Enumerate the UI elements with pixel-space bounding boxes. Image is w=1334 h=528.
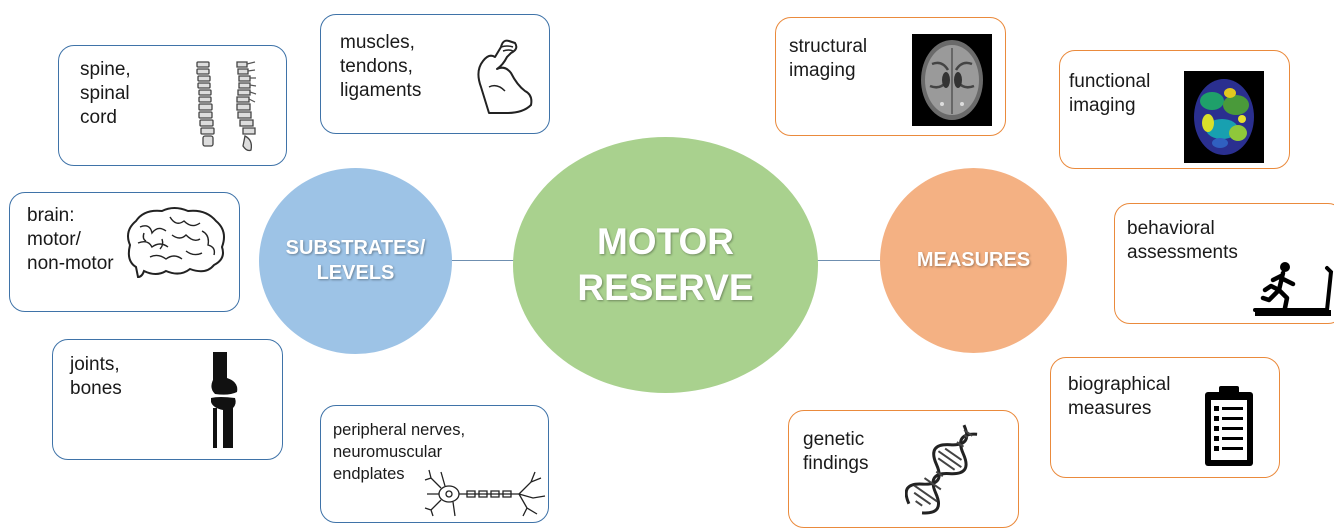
spine-box: spine, spinal cord bbox=[58, 45, 287, 166]
brain-box: brain: motor/ non-motor bbox=[9, 192, 240, 312]
neuron-icon bbox=[424, 469, 546, 517]
clipboard-icon bbox=[1205, 386, 1253, 466]
muscles-label: muscles, tendons, ligaments bbox=[340, 32, 422, 101]
treadmill-runner-icon bbox=[1253, 262, 1334, 316]
functional-imaging-label: functional imaging bbox=[1069, 71, 1151, 116]
peripheral-nerves-label: peripheral nerves, neuromuscular endplat… bbox=[333, 421, 466, 483]
behavioral-assessments-label: behavioral assessments bbox=[1127, 218, 1238, 263]
motor-reserve-circle: MOTOR RESERVE bbox=[513, 137, 818, 393]
genetic-findings-label: genetic findings bbox=[803, 429, 869, 474]
behavioral-assessments-box: behavioral assessments bbox=[1114, 203, 1334, 324]
genetic-findings-box: genetic findings bbox=[788, 410, 1019, 528]
flexed-arm-icon bbox=[477, 39, 533, 114]
biographical-measures-label: biographical measures bbox=[1068, 374, 1171, 419]
biographical-measures-box: biographical measures bbox=[1050, 357, 1280, 478]
brain-label: brain: motor/ non-motor bbox=[27, 205, 114, 274]
joints-box: joints, bones bbox=[52, 339, 283, 460]
muscles-box: muscles, tendons, ligaments bbox=[320, 14, 550, 134]
structural-imaging-box: structural imaging bbox=[775, 17, 1006, 136]
connector-center-measures bbox=[816, 260, 882, 261]
substrates-levels-circle: SUBSTRATES/ LEVELS bbox=[259, 168, 452, 354]
mri-scan-icon bbox=[912, 34, 992, 126]
structural-imaging-label: structural imaging bbox=[789, 36, 868, 81]
functional-imaging-box: functional imaging bbox=[1059, 50, 1290, 169]
substrates-levels-label: SUBSTRATES/ LEVELS bbox=[285, 237, 426, 284]
fmri-scan-icon bbox=[1184, 71, 1264, 163]
knee-joint-icon bbox=[211, 352, 238, 448]
peripheral-nerves-box: peripheral nerves, neuromuscular endplat… bbox=[320, 405, 549, 523]
spine-label: spine, spinal cord bbox=[80, 59, 131, 128]
motor-reserve-label: MOTOR RESERVE bbox=[577, 221, 754, 308]
joints-label: joints, bones bbox=[70, 354, 122, 399]
measures-circle: MEASURES bbox=[880, 168, 1067, 353]
brain-icon bbox=[127, 207, 225, 279]
dna-icon bbox=[905, 424, 978, 515]
spine-icon bbox=[196, 61, 257, 152]
connector-substrates-center bbox=[450, 260, 516, 261]
measures-label: MEASURES bbox=[916, 249, 1031, 271]
